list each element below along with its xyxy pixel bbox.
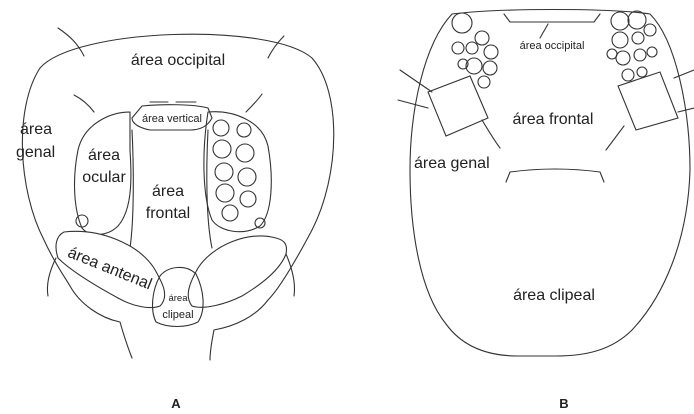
ocellus	[213, 140, 231, 158]
head-outline-b	[410, 10, 690, 357]
label-area-frontal-a-line1: área	[152, 183, 184, 200]
mandible-tip-right	[286, 254, 295, 296]
figure-a: área occipital área genal área ocular ár…	[16, 28, 334, 411]
ocellus	[466, 58, 482, 74]
upper-suture-left	[74, 95, 94, 112]
label-area-genal-b: área genal	[414, 155, 490, 172]
ocellus	[478, 76, 490, 88]
antenna-stub-right	[674, 70, 694, 112]
ocellus	[237, 123, 251, 137]
ocellus	[484, 45, 498, 59]
ocellus	[236, 144, 254, 162]
label-area-ocular-line1: área	[88, 147, 120, 164]
frontal-side-right	[207, 130, 212, 248]
lower-line-right	[210, 300, 268, 360]
ocellus	[622, 69, 634, 81]
ocellus	[607, 49, 617, 59]
ocellus	[238, 168, 256, 186]
label-area-occipital-b: área occipital	[520, 40, 585, 52]
ocellus	[240, 191, 256, 207]
label-area-frontal-a-line2: frontal	[146, 205, 190, 222]
ocellus	[213, 120, 229, 136]
ocellus	[628, 11, 646, 29]
label-area-ocular-line2: ocular	[82, 169, 126, 186]
occipital-suture-left	[58, 28, 84, 56]
label-area-genal-a-line1: área	[20, 121, 52, 138]
ocellus	[647, 47, 657, 57]
label-area-occipital-a: área occipital	[131, 52, 225, 69]
ocellus	[632, 32, 644, 44]
antennal-pit-left	[76, 215, 88, 227]
ocellus	[637, 67, 647, 77]
clypeal-suture	[506, 169, 604, 182]
ocellus	[222, 205, 238, 221]
label-area-clipeal-b: área clipeal	[513, 287, 595, 304]
upper-suture-right	[246, 94, 262, 112]
label-area-clipeal-a-line2: clipeal	[162, 309, 193, 321]
ocellus	[215, 163, 233, 181]
ocellus	[452, 13, 472, 33]
label-area-vertical: área vertical	[142, 113, 202, 125]
top-ridge	[504, 14, 600, 22]
ocellus	[612, 32, 628, 48]
ocellus	[616, 51, 630, 65]
figure-b-caption: B	[559, 396, 568, 411]
ocellus	[611, 12, 629, 30]
label-area-clipeal-a-line1: área	[168, 293, 188, 304]
antenna-stub-left	[398, 70, 432, 108]
figure-a-caption: A	[171, 396, 181, 411]
mandible-tip-left	[47, 258, 56, 296]
label-area-genal-a-line2: genal	[16, 144, 55, 161]
ocellus	[216, 184, 234, 202]
frontal-side-left-b	[482, 120, 500, 148]
ocellus	[644, 24, 656, 36]
occipital-pointer	[540, 24, 548, 38]
occipital-suture-right	[268, 36, 284, 58]
figure-b: área occipital área frontal área genal á…	[398, 10, 694, 412]
ocellus	[466, 42, 478, 54]
ocellus	[483, 61, 497, 75]
ocellus	[452, 42, 464, 54]
label-area-frontal-b: área frontal	[513, 111, 594, 128]
ocellus	[475, 31, 489, 45]
ocellus	[634, 49, 646, 61]
frontal-side-right-b	[606, 126, 624, 150]
